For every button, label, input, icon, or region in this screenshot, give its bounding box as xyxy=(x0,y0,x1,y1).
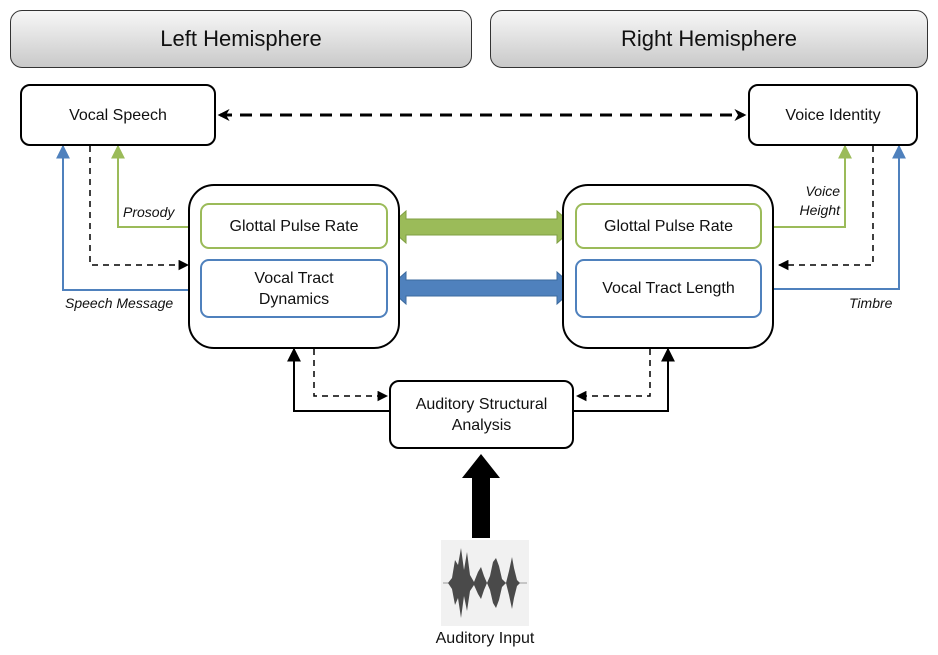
left-glottal-pulse-rate-box: Glottal Pulse Rate xyxy=(200,203,388,249)
speech-message-label: Speech Message xyxy=(65,295,174,311)
timbre-connector xyxy=(762,144,906,290)
asa-to-left-module xyxy=(287,347,389,412)
prosody-label: Prosody xyxy=(123,204,175,220)
timbre-label: Timbre xyxy=(849,295,893,311)
left-module-to-asa-dashed xyxy=(313,349,389,402)
asa-to-right-module xyxy=(574,347,675,412)
waveform-icon xyxy=(441,540,529,626)
input-arrow xyxy=(462,454,500,538)
vocal-speech-box: Vocal Speech xyxy=(20,84,216,146)
identity-feedback-dashed xyxy=(777,146,874,271)
left-hemisphere-header: Left Hemisphere xyxy=(10,10,472,68)
asa-line1: Auditory Structural xyxy=(415,395,548,413)
vocal-tract-dynamics-box: Vocal Tract Dynamics xyxy=(200,259,388,318)
voice-height-label: Voice Height xyxy=(788,182,840,220)
vocal-tract-double-arrow xyxy=(387,270,576,306)
voice-height-line2: Height xyxy=(799,202,840,218)
voice-height-connector xyxy=(762,144,852,228)
right-module-to-asa-dashed xyxy=(575,349,651,402)
auditory-structural-analysis-box: Auditory Structural Analysis xyxy=(389,380,574,449)
vocal-tract-length-box: Vocal Tract Length xyxy=(575,259,762,318)
right-hemisphere-header: Right Hemisphere xyxy=(490,10,928,68)
asa-line2: Analysis xyxy=(451,416,512,434)
speech-message-connector xyxy=(56,144,200,291)
prosody-connector xyxy=(111,144,200,228)
voice-height-line1: Voice xyxy=(805,183,840,199)
gpr-double-arrow xyxy=(387,209,576,245)
auditory-input-caption: Auditory Input xyxy=(435,630,535,647)
right-glottal-pulse-rate-box: Glottal Pulse Rate xyxy=(575,203,762,249)
vocal-tract-dynamics-line1: Vocal Tract xyxy=(254,269,334,287)
vocal-tract-dynamics-line2: Dynamics xyxy=(258,290,330,308)
voice-identity-box: Voice Identity xyxy=(748,84,918,146)
